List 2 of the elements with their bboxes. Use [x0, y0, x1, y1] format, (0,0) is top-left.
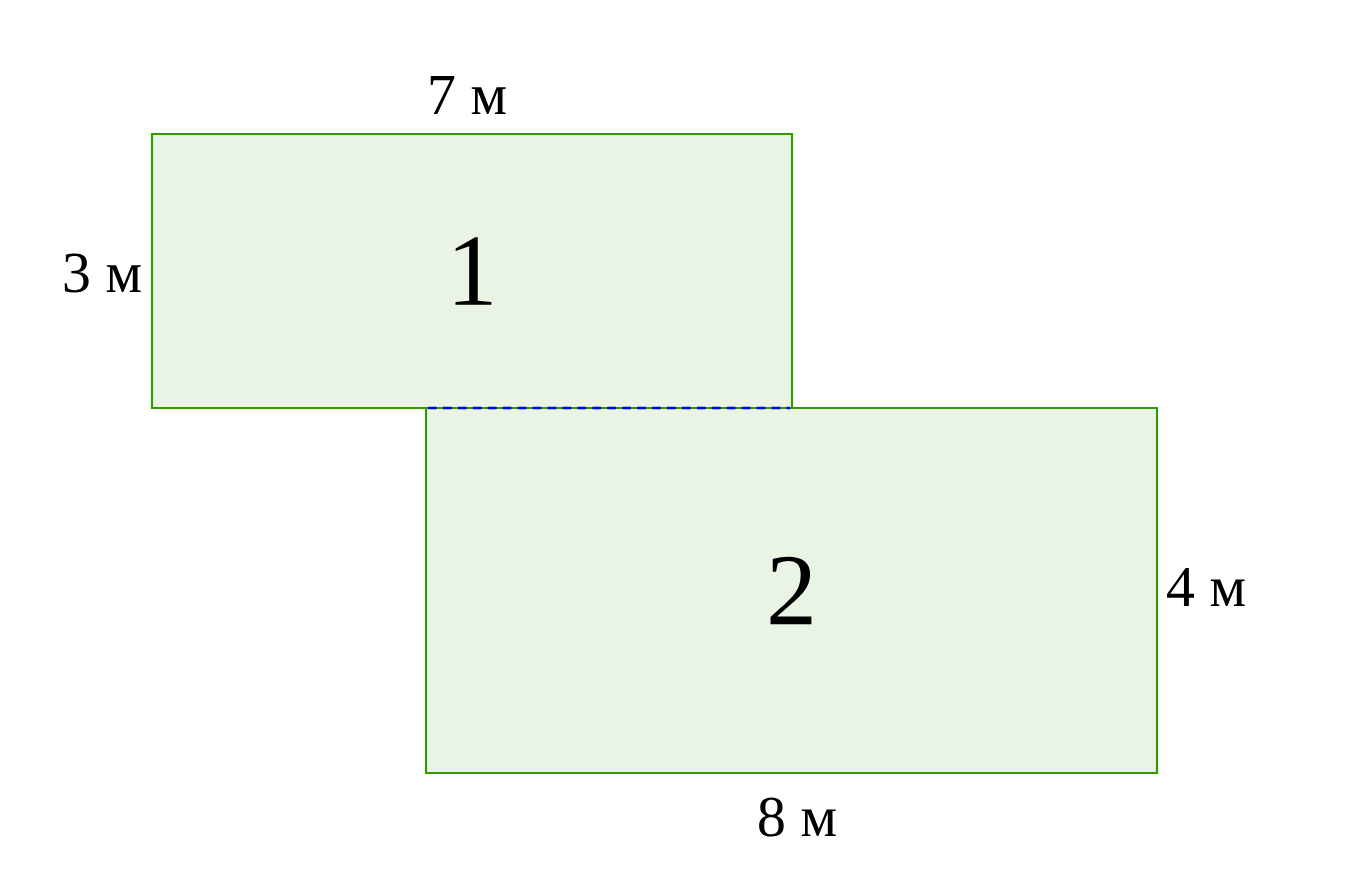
area-rectangle: 2	[424, 406, 1159, 775]
area-rectangle: 1	[150, 132, 794, 410]
